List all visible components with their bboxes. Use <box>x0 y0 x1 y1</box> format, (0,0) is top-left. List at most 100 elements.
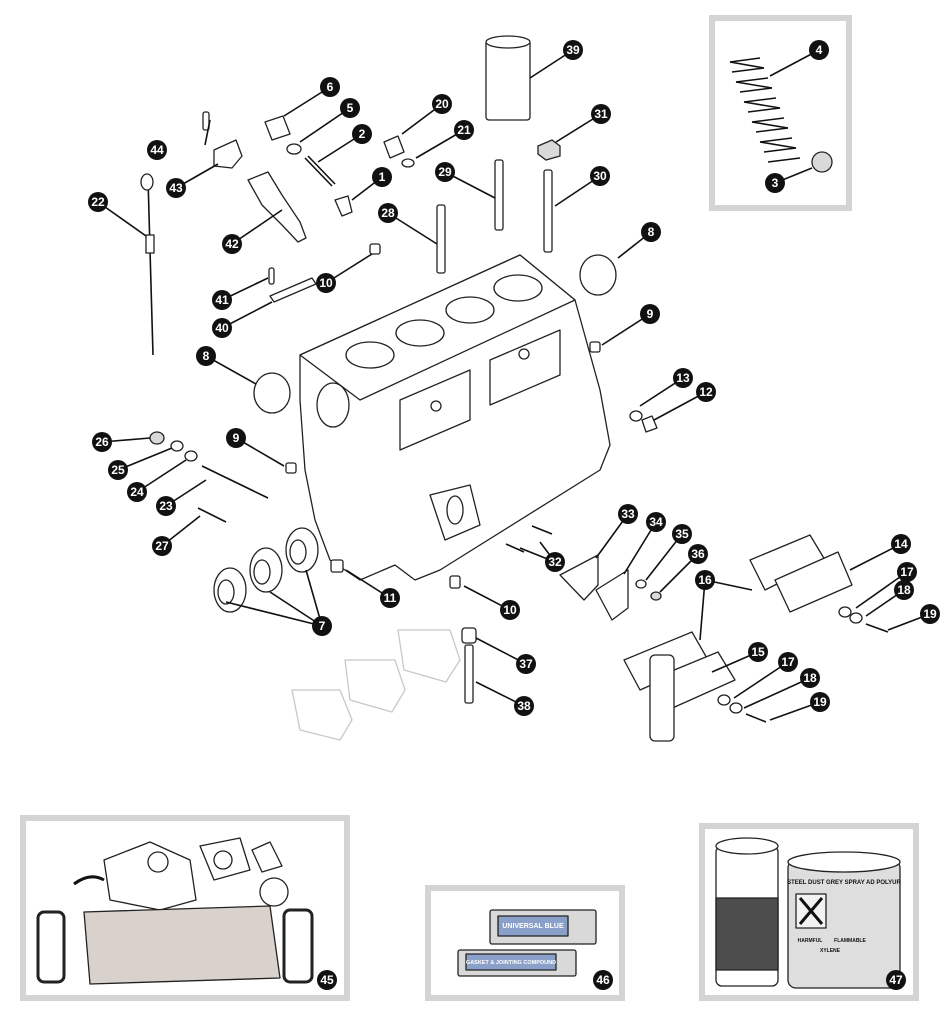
svg-text:19: 19 <box>813 695 827 709</box>
callout-33: 33 <box>618 504 638 524</box>
callout-36: 36 <box>688 544 708 564</box>
callout-29: 29 <box>435 162 455 182</box>
svg-text:13: 13 <box>676 371 690 385</box>
breather-pipe <box>649 654 675 742</box>
callout-25: 25 <box>108 460 128 480</box>
svg-text:39: 39 <box>566 43 580 57</box>
callout-35: 35 <box>672 524 692 544</box>
svg-text:11: 11 <box>384 591 397 605</box>
svg-text:12: 12 <box>699 385 713 399</box>
tappet-strap <box>269 277 317 303</box>
svg-text:34: 34 <box>649 515 663 529</box>
callout-44: 44 <box>147 140 167 160</box>
svg-text:30: 30 <box>593 169 607 183</box>
tappet-cover-14 <box>774 551 853 613</box>
callout-2: 2 <box>352 124 372 144</box>
callout-1: 1 <box>372 167 392 187</box>
callout-8-rear: 8 <box>641 222 661 242</box>
union-washer <box>401 158 415 168</box>
plug-left <box>285 462 297 474</box>
svg-text:28: 28 <box>381 206 395 220</box>
callout-47: 47 <box>886 970 906 990</box>
callout-42: 42 <box>222 234 242 254</box>
svg-text:6: 6 <box>327 80 334 94</box>
svg-text:3: 3 <box>772 176 779 190</box>
relief-spring-small <box>304 155 336 187</box>
cylinder-block <box>299 254 611 581</box>
svg-text:9: 9 <box>647 307 654 321</box>
washer-25 <box>170 440 184 452</box>
stud-nut <box>537 139 561 161</box>
svg-text:8: 8 <box>648 225 655 239</box>
tube-label-bottom: GASKET & JOINTING COMPOUND <box>466 960 556 966</box>
washer-35 <box>635 579 647 589</box>
callout-32: 32 <box>545 552 565 572</box>
washer-18a <box>849 612 863 624</box>
callout-19-upper: 19 <box>920 604 940 624</box>
oil-switch-union <box>383 135 405 159</box>
core-plug-front <box>253 372 291 414</box>
cap-bolt-spacer <box>461 627 477 644</box>
bolt-19a <box>865 623 889 633</box>
callout-41: 41 <box>212 290 232 310</box>
svg-text:46: 46 <box>596 973 610 987</box>
callout-9-right: 9 <box>640 304 660 324</box>
svg-text:9: 9 <box>233 431 240 445</box>
plate-gasket-33 <box>559 554 599 601</box>
callout-23: 23 <box>156 496 176 516</box>
dipstick <box>147 177 154 356</box>
callout-46: 46 <box>593 970 613 990</box>
svg-text:44: 44 <box>150 143 164 157</box>
tube-label-top: UNIVERSAL BLUE <box>502 923 564 930</box>
svg-text:2: 2 <box>359 127 366 141</box>
svg-text:37: 37 <box>519 657 533 671</box>
svg-text:14: 14 <box>894 537 908 551</box>
callout-8-front: 8 <box>196 346 216 366</box>
callout-26: 26 <box>92 432 112 452</box>
washer-18b <box>729 702 743 714</box>
hazard-harmful: HARMFUL <box>798 938 823 944</box>
drain-washer <box>629 410 643 422</box>
svg-text:17: 17 <box>781 655 795 669</box>
svg-text:33: 33 <box>621 507 635 521</box>
relief-valve-spring <box>729 57 801 163</box>
callout-39: 39 <box>563 40 583 60</box>
plug-right <box>589 341 601 353</box>
svg-text:36: 36 <box>691 547 705 561</box>
callout-22: 22 <box>88 192 108 212</box>
svg-text:10: 10 <box>503 603 517 617</box>
cap-bolt <box>464 644 474 704</box>
svg-text:47: 47 <box>889 973 903 987</box>
svg-text:26: 26 <box>95 435 109 449</box>
callout-31: 31 <box>591 104 611 124</box>
callout-18-lower: 18 <box>800 668 820 688</box>
callout-4: 4 <box>809 40 829 60</box>
callout-13: 13 <box>673 368 693 388</box>
svg-text:45: 45 <box>320 973 334 987</box>
callout-21: 21 <box>454 120 474 140</box>
washer-17a <box>838 606 852 618</box>
gasket-set <box>36 837 314 985</box>
hazard-flammable: FLAMMABLE <box>834 938 866 944</box>
svg-text:18: 18 <box>803 671 817 685</box>
contains-xylene: XYLENE <box>820 948 841 954</box>
callout-10-bottom: 10 <box>500 600 520 620</box>
svg-text:31: 31 <box>594 107 608 121</box>
callout-3: 3 <box>765 173 785 193</box>
callout-9-left: 9 <box>226 428 246 448</box>
callout-19-lower: 19 <box>810 692 830 712</box>
callout-27: 27 <box>152 536 172 556</box>
valve-washer <box>286 143 302 155</box>
camshaft-bearings <box>213 527 319 613</box>
svg-text:22: 22 <box>91 195 105 209</box>
main-bearing-caps <box>291 629 461 741</box>
svg-text:15: 15 <box>751 645 765 659</box>
spring-inset-box <box>709 15 852 211</box>
svg-text:42: 42 <box>225 237 239 251</box>
distributor-clamp <box>213 139 243 169</box>
callout-6: 6 <box>320 77 340 97</box>
svg-text:23: 23 <box>159 499 173 513</box>
distributor-housing <box>247 171 307 243</box>
svg-text:19: 19 <box>923 607 937 621</box>
